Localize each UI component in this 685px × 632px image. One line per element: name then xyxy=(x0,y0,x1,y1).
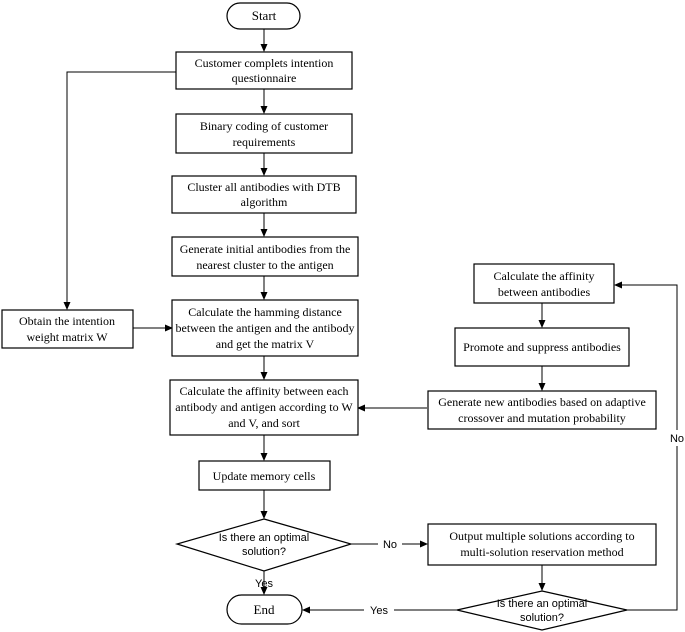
node-weight: Obtain the intention weight matrix W xyxy=(1,309,134,349)
node-cluster: Cluster all antibodies with DTB algorith… xyxy=(171,175,357,214)
edge-labels: No Yes Yes No xyxy=(255,430,685,617)
node-affinity-wv-line1: Calculate the affinity between each xyxy=(179,384,348,398)
edges xyxy=(63,29,678,614)
edge-decision2-affinityab xyxy=(614,281,678,611)
node-questionnaire: Customer complets intention questionnair… xyxy=(175,51,353,90)
node-affinity-ab: Calculate the affinity between antibodie… xyxy=(473,263,615,304)
node-affinity-wv: Calculate the affinity between each anti… xyxy=(169,379,359,436)
node-decision1-line1: Is there an optimal xyxy=(219,532,310,544)
node-start: Start xyxy=(226,2,301,30)
node-end-label: End xyxy=(254,602,275,617)
node-hamming: Calculate the hamming distance between t… xyxy=(171,299,359,357)
node-questionnaire-line1: Customer complets intention xyxy=(195,56,334,70)
node-binary: Binary coding of customer requirements xyxy=(175,113,353,154)
node-generate-initial: Generate initial antibodies from the nea… xyxy=(171,236,359,277)
node-weight-line2: weight matrix W xyxy=(26,330,108,344)
node-new-ab-line2: crossover and mutation probability xyxy=(458,411,626,425)
node-output-multi-line1: Output multiple solutions according to xyxy=(449,529,634,543)
node-end: End xyxy=(226,594,303,625)
node-weight-line1: Obtain the intention xyxy=(19,314,115,328)
node-output-multi: Output multiple solutions according to m… xyxy=(427,523,657,566)
node-binary-line2: requirements xyxy=(233,135,296,149)
node-decision2-line2: solution? xyxy=(520,612,564,624)
node-cluster-line2: algorithm xyxy=(241,195,288,209)
edge-label-d1-yes: Yes xyxy=(255,578,273,590)
node-promote: Promote and suppress antibodies xyxy=(454,327,630,367)
node-binary-line1: Binary coding of customer xyxy=(200,119,328,133)
node-new-ab: Generate new antibodies based on adaptiv… xyxy=(427,390,657,430)
node-cluster-line1: Cluster all antibodies with DTB xyxy=(187,180,340,194)
node-promote-label: Promote and suppress antibodies xyxy=(463,340,621,354)
node-decision1: Is there an optimal solution? xyxy=(174,518,354,572)
node-generate-initial-line1: Generate initial antibodies from the xyxy=(180,242,351,256)
node-generate-initial-line2: nearest cluster to the antigen xyxy=(196,258,333,272)
node-affinity-ab-line1: Calculate the affinity xyxy=(493,269,594,283)
node-affinity-ab-line2: between antibodies xyxy=(498,285,591,299)
node-hamming-line3: and get the matrix V xyxy=(216,337,315,351)
node-affinity-wv-line3: and V, and sort xyxy=(228,416,300,430)
node-memory-label: Update memory cells xyxy=(213,469,316,483)
node-start-label: Start xyxy=(252,8,277,23)
node-memory: Update memory cells xyxy=(198,460,331,491)
edge-questionnaire-weight xyxy=(63,71,176,310)
node-decision1-line2: solution? xyxy=(242,546,286,558)
node-output-multi-line2: multi-solution reservation method xyxy=(460,545,623,559)
edge-label-d2-yes: Yes xyxy=(370,605,388,617)
node-hamming-line1: Calculate the hamming distance xyxy=(188,305,342,319)
node-new-ab-line1: Generate new antibodies based on adaptiv… xyxy=(438,395,646,409)
node-questionnaire-line2: questionnaire xyxy=(232,71,297,85)
edge-label-d1-no: No xyxy=(383,539,397,551)
edge-label-d2-no: No xyxy=(670,433,684,445)
node-decision2: Is there an optimal solution? xyxy=(456,590,628,631)
node-affinity-wv-line2: antibody and antigen according to W xyxy=(175,400,353,414)
node-decision2-line1: Is there an optimal xyxy=(497,598,588,610)
node-hamming-line2: between the antigen and the antibody xyxy=(176,321,355,335)
